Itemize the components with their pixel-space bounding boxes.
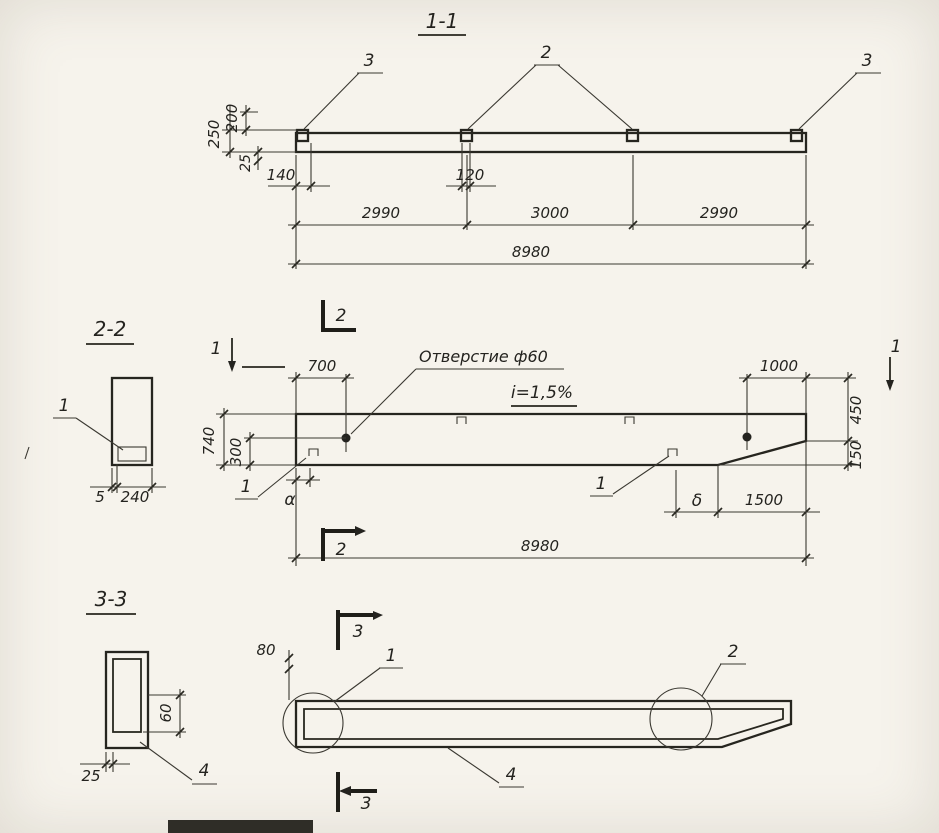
cut-mark-1-left: 1 [211, 338, 285, 372]
dim-150: 150 [847, 441, 865, 470]
section-3-3-title: 3-3 [95, 587, 128, 611]
cut-mark-3-bottom: 3 [336, 772, 377, 814]
dim-1000: 1000 [760, 357, 798, 375]
right-arrow-icon [355, 526, 366, 536]
left-arrow-icon [339, 786, 351, 796]
callout-1-mid-right: 1 [590, 455, 670, 497]
callout-3-right: 3 [862, 51, 873, 71]
callout-2-mid: 2 [541, 43, 552, 63]
view-1-1-title: 1-1 [426, 9, 459, 33]
anchor-hook [667, 448, 678, 456]
slope-label: i=1,5% [511, 383, 573, 403]
dim-240: 240 [121, 488, 150, 506]
dim-delta: δ [692, 491, 702, 511]
dim-delta-1500-group: δ 1500 [664, 465, 820, 518]
detail-2-label: 2 [728, 642, 739, 662]
beam-plan-outline [294, 699, 793, 749]
dim-200: 200 [223, 104, 241, 133]
cut-3-top-label: 3 [353, 622, 364, 642]
beam-elevation-outline [294, 412, 808, 467]
cut-3-bottom-label: 3 [361, 794, 372, 814]
scan-artifact-bar [168, 820, 313, 833]
dim-700: 700 [308, 357, 337, 375]
section-3-3: 3-3 60 25 4 [80, 587, 217, 785]
callout-1-section22: 1 [59, 396, 70, 416]
dim-total-elevation-group: 8980 [288, 441, 814, 566]
dim-1000-group: 1000 [739, 357, 856, 414]
anchor-hook [308, 448, 319, 456]
dim-alpha: α [284, 490, 295, 510]
dim-25-section33: 25 [81, 767, 100, 785]
dims-left-1-1: 200 250 25 [205, 104, 297, 172]
callout-4-section33: 4 [199, 761, 210, 781]
section-3-3-outline [104, 650, 150, 750]
dims-span-1-1: 2990 3000 2990 8980 [288, 155, 814, 269]
dim-1500: 1500 [745, 491, 783, 509]
dim-80-group: 80 [256, 641, 294, 700]
down-arrow-icon [228, 361, 236, 372]
callout-3-left: 3 [364, 51, 375, 71]
dim-60: 60 [157, 703, 175, 722]
hole-note: Отверстие ф60 [419, 347, 548, 366]
dim-span-2: 3000 [531, 204, 569, 222]
dim-450: 450 [847, 396, 865, 425]
callouts-1-1: 3 2 3 [303, 43, 881, 130]
dim-total-1-1: 8980 [512, 243, 550, 261]
beam-top-view [294, 131, 808, 154]
cut-2-bottom-label: 2 [336, 540, 347, 560]
cut-mark-3-top: 3 [336, 610, 383, 650]
cut-mark-1-right: 1 [886, 337, 901, 391]
dim-alpha-group: α [284, 468, 320, 510]
dim-300: 300 [227, 438, 245, 467]
dim-span-1: 2990 [362, 204, 400, 222]
dim-140: 140 [267, 166, 296, 184]
dim-5: 5 [95, 488, 105, 506]
detail-1-label: 1 [386, 646, 397, 666]
dim-120: 120 [456, 166, 485, 184]
dims-small-1-1: 140 120 [267, 143, 496, 192]
scan-speck [24, 446, 30, 460]
section-2-2-flange [117, 446, 147, 462]
scan-artifacts [24, 446, 313, 833]
embed-plate-3 [625, 128, 640, 143]
callout-1-label: 1 [596, 474, 607, 494]
dim-700-group: 700 [288, 357, 354, 414]
section-2-2-outline [110, 376, 154, 467]
dim-740: 740 [200, 427, 218, 456]
section-2-2: 2-2 1 5 240 [53, 317, 166, 506]
detail-circle-left [282, 692, 344, 754]
cut-2-top-label: 2 [336, 306, 347, 326]
section-3-3-inner [112, 658, 142, 733]
dim-80: 80 [256, 641, 275, 659]
dim-span-3: 2990 [700, 204, 738, 222]
dims-left-group: 740 300 [200, 408, 346, 471]
callout-4-plan: 4 [447, 747, 524, 788]
down-arrow-icon [886, 380, 894, 391]
callout-1-bottom-left: 1 [235, 457, 307, 500]
embed-plate-4 [789, 128, 804, 143]
detail-circle-right [649, 687, 713, 751]
cut-1-left-label: 1 [211, 339, 222, 359]
beam-plan-inner [303, 708, 784, 740]
view-1-1: 1-1 3 2 3 [205, 9, 881, 269]
elevation: 2 1 1 Отверстие ф60 i=1,5% [200, 300, 901, 566]
plan-view: 3 3 1 2 80 4 [256, 610, 793, 814]
right-arrow-icon [373, 611, 383, 620]
anchor-hook [624, 416, 635, 424]
embed-plate-2 [459, 128, 474, 143]
cut-1-right-label: 1 [891, 337, 902, 357]
anchor-hook [456, 416, 467, 424]
dim-250: 250 [205, 120, 223, 149]
section-2-2-title: 2-2 [94, 317, 127, 341]
callout-1-label: 1 [241, 477, 252, 497]
dim-25: 25 [238, 154, 254, 172]
hole-right [742, 432, 752, 442]
cut-mark-2-bottom: 2 [321, 526, 366, 561]
cut-mark-2-top: 2 [321, 300, 356, 332]
dims-right-group: 450 150 [718, 372, 865, 471]
dim-total-elevation: 8980 [521, 537, 559, 555]
embed-plate-1 [295, 128, 310, 143]
callout-4-label: 4 [506, 765, 517, 785]
